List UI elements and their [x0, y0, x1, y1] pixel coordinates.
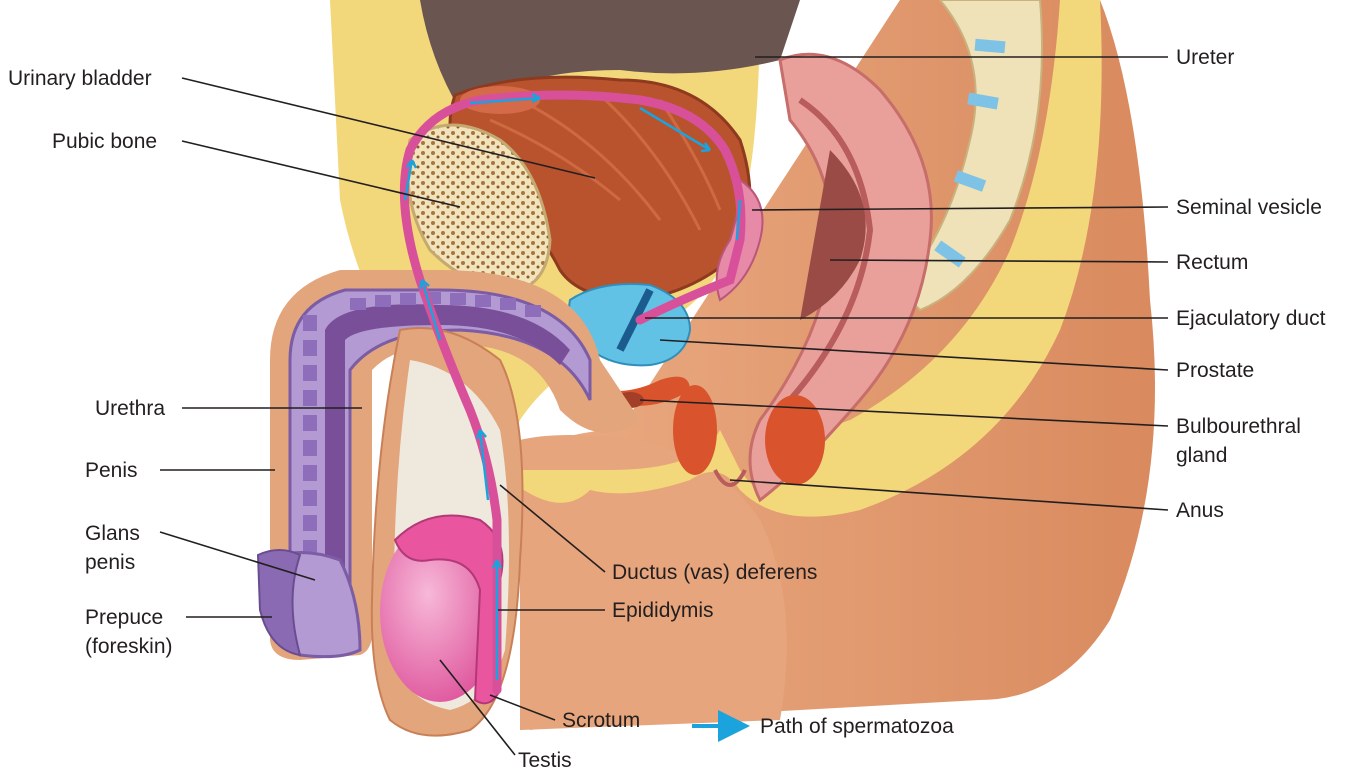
label-testis: Testis — [518, 749, 572, 772]
label-prostate: Prostate — [1176, 359, 1254, 382]
label-seminal-vesicle: Seminal vesicle — [1176, 196, 1322, 219]
label-prepuce-line1: Prepuce — [85, 606, 163, 629]
label-pubic-bone: Pubic bone — [52, 130, 157, 153]
label-bulbourethral-line2: gland — [1176, 444, 1227, 467]
label-bulbourethral-line1: Bulbourethral — [1176, 415, 1301, 438]
label-ureter: Ureter — [1176, 46, 1234, 69]
label-glans-penis-line1: Glans — [85, 522, 140, 545]
label-ductus-deferens: Ductus (vas) deferens — [612, 561, 817, 584]
label-penis: Penis — [85, 459, 138, 482]
label-urethra: Urethra — [95, 397, 165, 420]
label-urinary-bladder: Urinary bladder — [8, 67, 152, 90]
label-prepuce-line2: (foreskin) — [85, 635, 173, 658]
label-anus: Anus — [1176, 499, 1224, 522]
label-rectum: Rectum — [1176, 251, 1248, 274]
label-glans-penis-line2: penis — [85, 551, 135, 574]
label-scrotum: Scrotum — [562, 709, 640, 732]
label-ejaculatory-duct: Ejaculatory duct — [1176, 307, 1326, 330]
legend-path-label: Path of spermatozoa — [760, 715, 954, 738]
label-epididymis: Epididymis — [612, 599, 714, 622]
